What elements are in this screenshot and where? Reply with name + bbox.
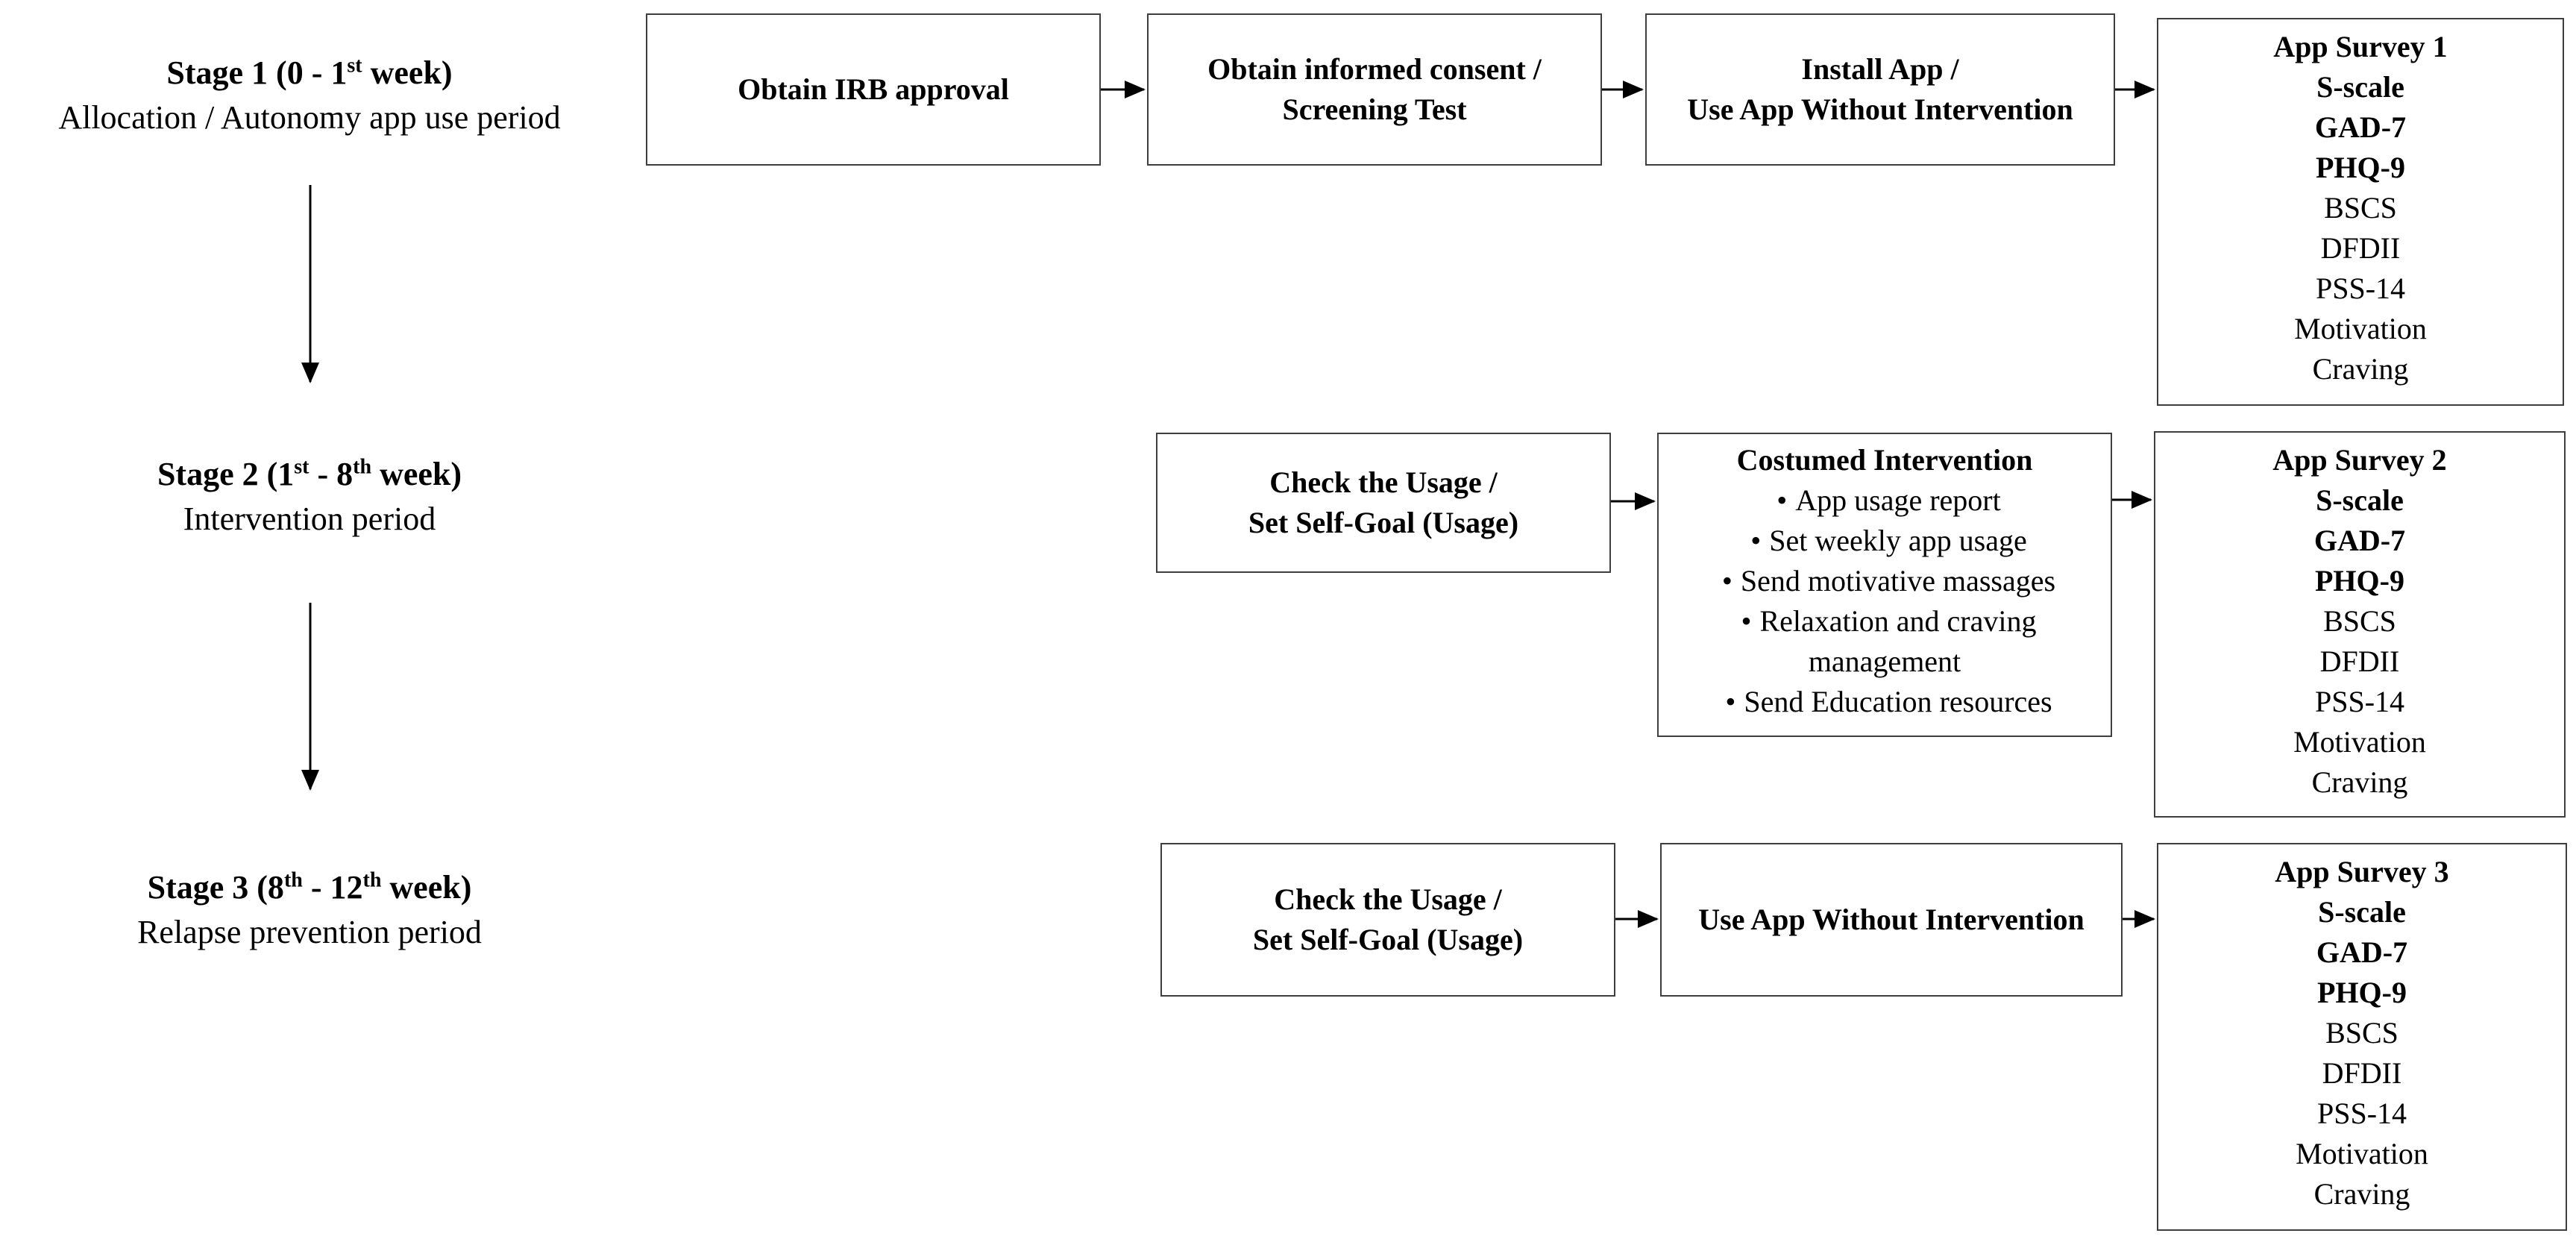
intervention-item: •Send motivative massages: [1721, 564, 2056, 598]
stage-3-title: Stage 3 (8th - 12th week): [147, 868, 472, 906]
check-usage-box-2: Check the Usage / Set Self-Goal (Usage): [1156, 433, 1611, 573]
stage-3-subtitle: Relapse prevention period: [137, 914, 482, 950]
survey-2-item: Motivation: [2293, 725, 2426, 759]
informed-consent-line2: Screening Test: [1282, 92, 1467, 126]
app-survey-1-box: App Survey 1 S-scale GAD-7 PHQ-9 BSCS DF…: [2157, 18, 2564, 406]
app-survey-3-box: App Survey 3 S-scale GAD-7 PHQ-9 BSCS DF…: [2157, 843, 2567, 1231]
intervention-item: •Relaxation and craving: [1741, 604, 2037, 638]
survey-3-title: App Survey 3: [2275, 855, 2449, 888]
survey-1-item: PHQ-9: [2316, 151, 2405, 184]
survey-2-item: DFDII: [2319, 644, 2400, 678]
survey-1-item: BSCS: [2324, 191, 2397, 225]
survey-2-item: Craving: [2311, 765, 2408, 799]
stage-1-label: Stage 1 (0 - 1st week) Allocation / Auto…: [0, 51, 619, 140]
survey-3-item: Motivation: [2296, 1137, 2428, 1170]
stage-1-subtitle: Allocation / Autonomy app use period: [58, 99, 561, 136]
check-usage-line2: Set Self-Goal (Usage): [1252, 923, 1524, 956]
survey-1-item: S-scale: [2316, 70, 2404, 104]
stage-2-subtitle: Intervention period: [183, 501, 436, 537]
survey-2-item: BSCS: [2323, 604, 2396, 638]
survey-2-item: S-scale: [2316, 483, 2404, 517]
check-usage-line1: Check the Usage /: [1274, 882, 1502, 916]
survey-3-item: BSCS: [2325, 1016, 2398, 1050]
intervention-item: •Set weekly app usage: [1750, 524, 2027, 557]
irb-approval-box: Obtain IRB approval: [646, 13, 1101, 166]
survey-3-item: GAD-7: [2316, 935, 2408, 969]
survey-1-item: Craving: [2312, 352, 2409, 386]
informed-consent-line1: Obtain informed consent /: [1207, 52, 1542, 86]
irb-approval-text: Obtain IRB approval: [738, 72, 1009, 106]
check-usage-line1: Check the Usage /: [1269, 465, 1498, 499]
survey-1-item: DFDII: [2320, 231, 2401, 265]
costumed-intervention-box: Costumed Intervention •App usage report …: [1657, 433, 2112, 737]
survey-2-title: App Survey 2: [2272, 443, 2447, 477]
stage-1-title: Stage 1 (0 - 1st week): [166, 54, 453, 91]
stage-2-label: Stage 2 (1st - 8th week) Intervention pe…: [0, 452, 619, 542]
survey-3-item: PHQ-9: [2317, 976, 2407, 1009]
stage-2-title: Stage 2 (1st - 8th week): [157, 455, 462, 492]
survey-2-item: PSS-14: [2314, 685, 2405, 718]
intervention-item: •App usage report: [1777, 483, 2001, 517]
informed-consent-box: Obtain informed consent / Screening Test: [1147, 13, 1602, 166]
install-app-line1: Install App /: [1801, 52, 1959, 86]
intervention-item-continued: management: [1808, 644, 1961, 678]
survey-1-item: GAD-7: [2314, 110, 2407, 144]
survey-3-item: S-scale: [2318, 895, 2406, 929]
install-app-box: Install App / Use App Without Interventi…: [1645, 13, 2115, 166]
survey-1-title: App Survey 1: [2273, 30, 2448, 63]
survey-2-item: GAD-7: [2313, 524, 2406, 557]
use-app-without-intervention-box: Use App Without Intervention: [1660, 843, 2123, 997]
survey-3-item: DFDII: [2322, 1056, 2402, 1090]
survey-1-item: PSS-14: [2315, 272, 2406, 305]
check-usage-box-3: Check the Usage / Set Self-Goal (Usage): [1160, 843, 1615, 997]
use-app-text: Use App Without Intervention: [1698, 903, 2085, 936]
install-app-line2: Use App Without Intervention: [1687, 92, 2073, 126]
check-usage-line2: Set Self-Goal (Usage): [1248, 506, 1519, 539]
survey-2-item: PHQ-9: [2315, 564, 2404, 598]
stage-3-label: Stage 3 (8th - 12th week) Relapse preven…: [0, 865, 619, 955]
intervention-list: •App usage report •Set weekly app usage …: [1714, 480, 2055, 722]
app-survey-2-box: App Survey 2 S-scale GAD-7 PHQ-9 BSCS DF…: [2154, 431, 2566, 818]
survey-3-item: Craving: [2313, 1177, 2410, 1211]
intervention-item: •Send Education resources: [1725, 685, 2052, 718]
survey-3-item: PSS-14: [2316, 1097, 2407, 1130]
intervention-title: Costumed Intervention: [1736, 443, 2033, 477]
survey-1-item: Motivation: [2294, 312, 2427, 345]
